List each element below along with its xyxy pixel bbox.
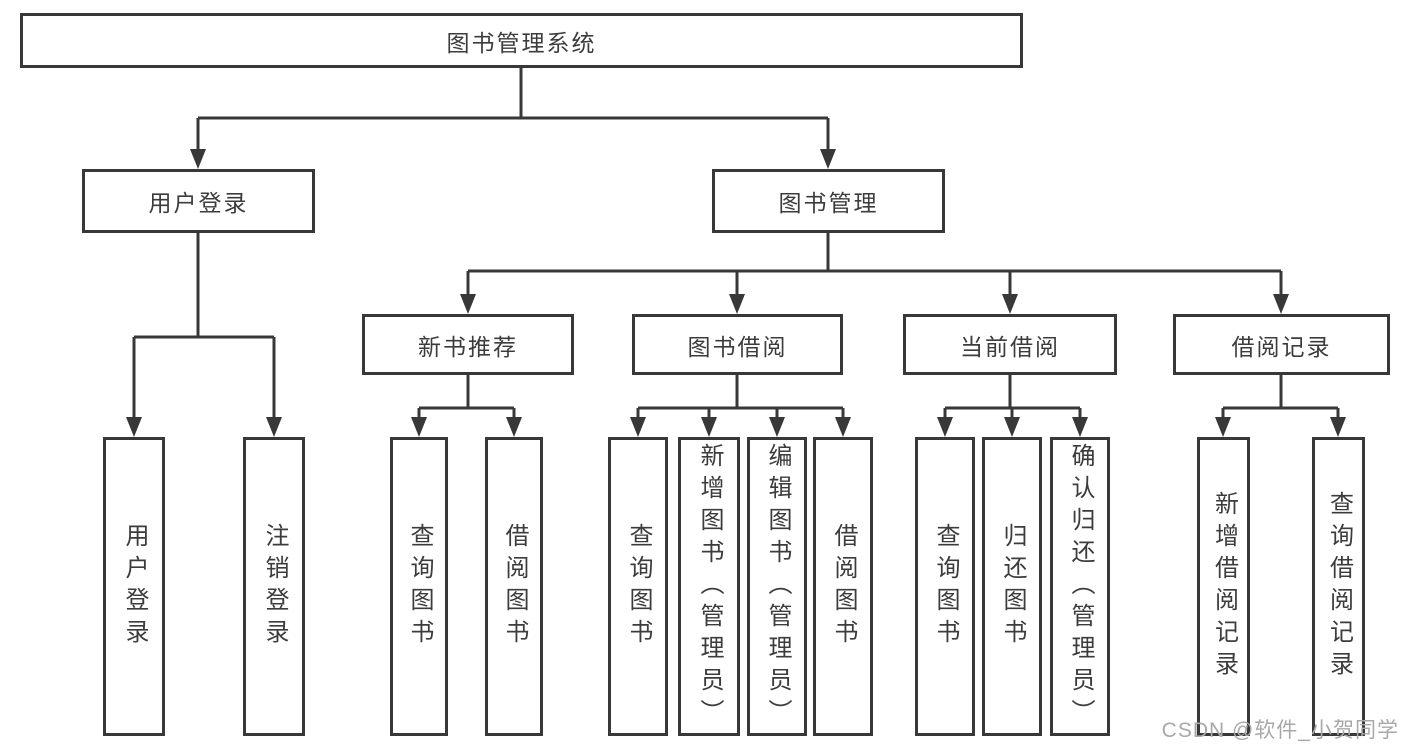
leaf-query-books-borrow: 查询图书 (608, 437, 668, 736)
leaf-query-books-current: 查询图书 (915, 437, 975, 736)
node-book-management: 图书管理 (712, 169, 945, 233)
leaf-edit-books-admin: 编辑图书（管理员） (747, 437, 807, 736)
leaf-borrow-books-recommend: 借阅图书 (485, 437, 543, 736)
node-current-borrow: 当前借阅 (903, 314, 1117, 375)
leaf-logout: 注销登录 (243, 437, 305, 736)
leaf-query-books-recommend: 查询图书 (390, 437, 448, 736)
leaf-add-borrow-record: 新增借阅记录 (1197, 437, 1250, 736)
node-borrow-records: 借阅记录 (1173, 314, 1390, 375)
watermark: CSDN @软件_小贺同学 (1161, 719, 1399, 742)
leaf-return-books: 归还图书 (982, 437, 1042, 736)
leaf-query-borrow-record: 查询借阅记录 (1312, 437, 1365, 736)
node-user-login: 用户登录 (82, 169, 315, 233)
leaf-user-login: 用户登录 (103, 437, 165, 736)
node-book-borrow: 图书借阅 (632, 314, 843, 375)
leaf-borrow-books: 借阅图书 (813, 437, 873, 736)
node-new-book-recommend: 新书推荐 (362, 314, 574, 375)
leaf-confirm-return-admin: 确认归还（管理员） (1050, 437, 1110, 736)
node-root-library-system: 图书管理系统 (20, 13, 1023, 68)
leaf-add-books-admin: 新增图书（管理员） (678, 437, 740, 736)
